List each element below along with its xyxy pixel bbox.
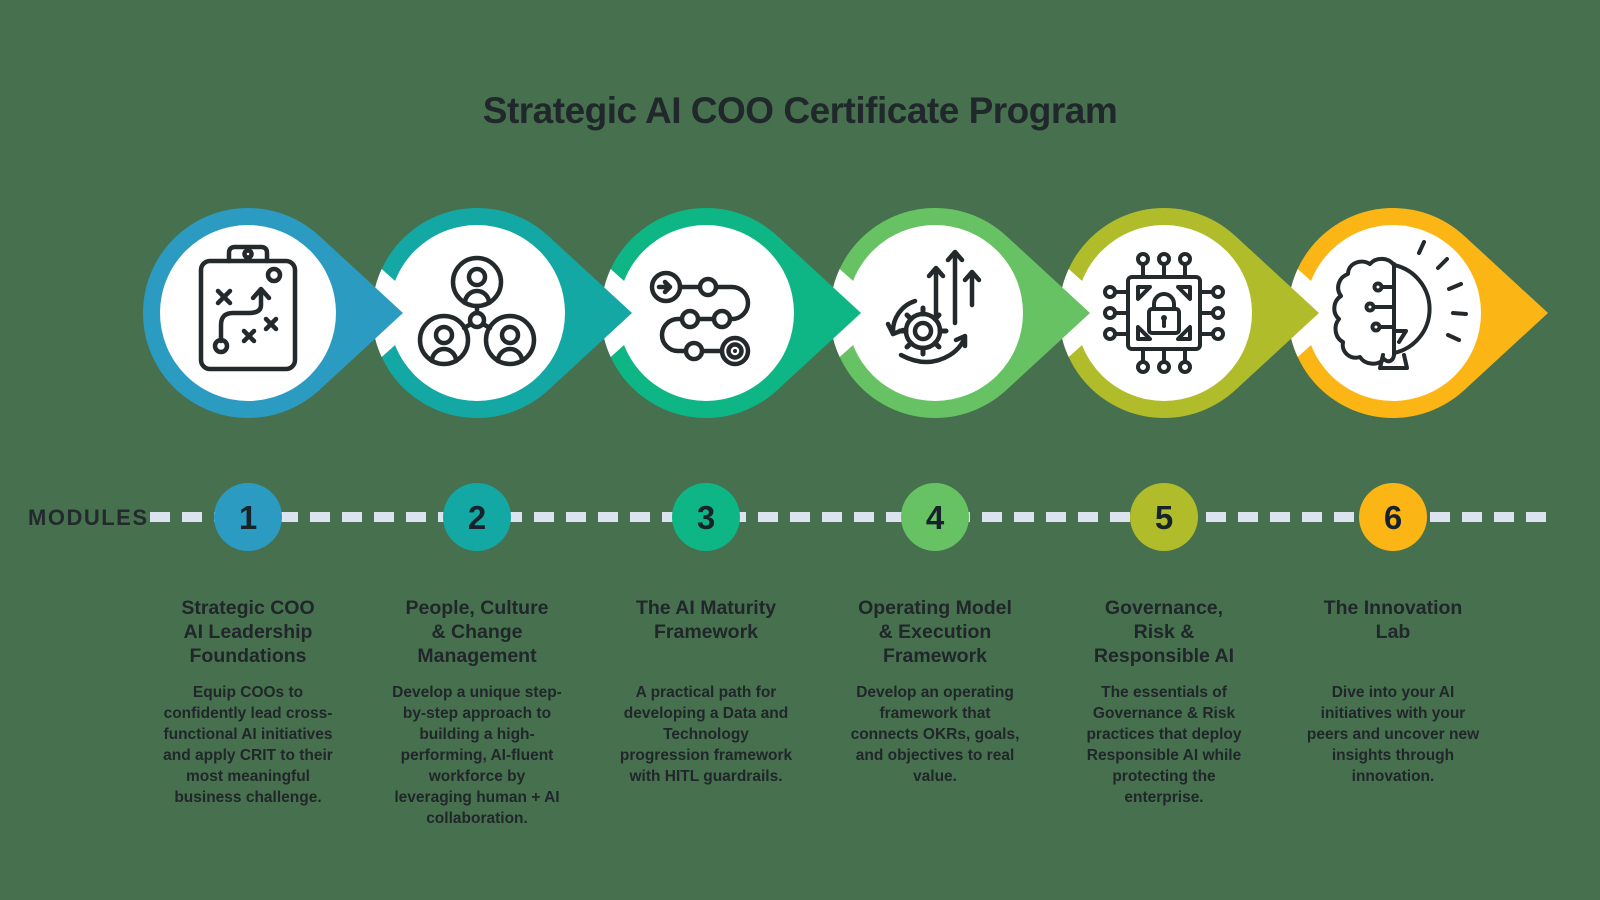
brain-bulb-icon: [1332, 240, 1468, 370]
module-2-description: Develop a unique step-by-step approach t…: [392, 684, 562, 827]
chip-lock-icon: [1103, 252, 1225, 374]
modules-label: MODULES: [28, 505, 149, 530]
module-5-shape: [1059, 208, 1319, 418]
module-6-number: 6: [1384, 499, 1402, 536]
module-1-shape: [143, 208, 403, 418]
module-2-text-column: People, Culture & Change Management Deve…: [388, 596, 566, 829]
module-1-number: 1: [239, 499, 257, 536]
module-6-text-column: The Innovation Lab Dive into your AI ini…: [1304, 596, 1482, 787]
clipboard-strategy-icon: [198, 244, 298, 372]
module-3-heading: The AI Maturity Framework: [635, 597, 777, 643]
module-5-badge: 5: [1130, 483, 1198, 551]
module-1-badge: 1: [214, 483, 282, 551]
process-flow-diagram: MODULES 1 2 3 4 5 6: [28, 208, 1556, 551]
module-5-heading: Governance, Risk & Responsible AI: [1093, 597, 1235, 667]
module-1-heading: Strategic COO AI Leadership Foundations: [181, 597, 315, 667]
gear-growth-icon: [885, 249, 982, 365]
module-6-heading: The Innovation Lab: [1323, 597, 1463, 643]
module-4-description: Develop an operating framework that conn…: [850, 684, 1020, 785]
module-5-text-column: Governance, Risk & Responsible AI The es…: [1075, 596, 1253, 808]
module-4-heading: Operating Model & Execution Framework: [858, 597, 1012, 667]
module-6-badge: 6: [1359, 483, 1427, 551]
module-2-number: 2: [468, 499, 486, 536]
module-3-number: 3: [697, 499, 715, 536]
module-5-description: The essentials of Governance & Risk prac…: [1086, 684, 1242, 806]
module-3-badge: 3: [672, 483, 740, 551]
team-network-icon: [417, 255, 537, 367]
module-4-badge: 4: [901, 483, 969, 551]
page-title: Strategic AI COO Certificate Program: [482, 90, 1118, 131]
module-2-heading: People, Culture & Change Management: [405, 597, 549, 667]
module-1-text-column: Strategic COO AI Leadership Foundations …: [159, 596, 337, 808]
module-6-description: Dive into your AI initiatives with your …: [1306, 684, 1480, 785]
module-6-shape: [1288, 208, 1548, 418]
module-4-text-column: Operating Model & Execution Framework De…: [846, 596, 1024, 787]
module-4-number: 4: [926, 499, 945, 536]
module-3-text-column: The AI Maturity Framework A practical pa…: [617, 596, 795, 787]
module-1-description: Equip COOs to confidently lead cross-fun…: [163, 684, 333, 806]
journey-path-icon: [649, 270, 751, 367]
module-3-description: A practical path for developing a Data a…: [619, 684, 793, 785]
module-5-number: 5: [1155, 499, 1173, 536]
module-2-badge: 2: [443, 483, 511, 551]
